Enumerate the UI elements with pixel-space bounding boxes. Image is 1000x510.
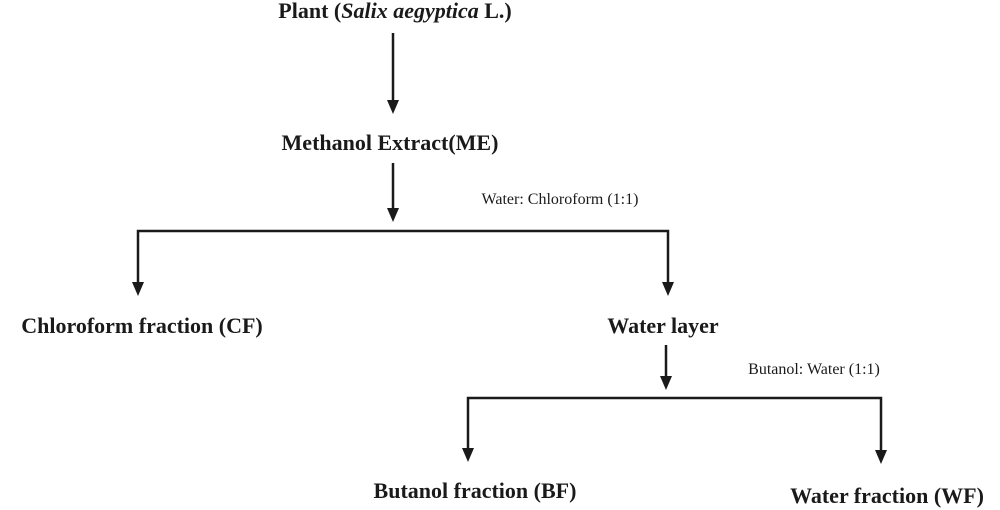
methanol-extract-node: Methanol Extract(ME) — [282, 130, 499, 155]
butanol-fraction-node: Butanol fraction (BF) — [374, 478, 577, 503]
water-fraction-node: Water fraction (WF) — [790, 483, 984, 508]
arrow-to-water-fraction-head — [875, 450, 887, 464]
first-partition-solvent: Water: Chloroform (1:1) — [482, 191, 639, 208]
arrow-to-water-layer-head — [662, 282, 674, 296]
first-partition-bracket — [136, 229, 670, 285]
arrow-to-butanol-head — [462, 448, 474, 462]
arrow-water-layer-to-partition-head — [660, 376, 672, 390]
water-layer-node: Water layer — [607, 313, 719, 338]
plant-prefix: Plant ( — [278, 0, 341, 23]
arrow-plant-to-extract-head — [387, 100, 399, 114]
plant-suffix: L.) — [479, 0, 512, 23]
second-partition-solvent: Butanol: Water (1:1) — [748, 361, 880, 378]
arrow-to-chloroform-head — [132, 282, 144, 296]
plant-species: Salix aegyptica — [341, 0, 478, 23]
second-partition-bracket — [466, 396, 883, 452]
arrow-extract-to-partition-head — [387, 208, 399, 222]
chloroform-fraction-node: Chloroform fraction (CF) — [21, 313, 263, 338]
plant-node: Plant (Salix aegyptica L.) — [278, 0, 511, 23]
